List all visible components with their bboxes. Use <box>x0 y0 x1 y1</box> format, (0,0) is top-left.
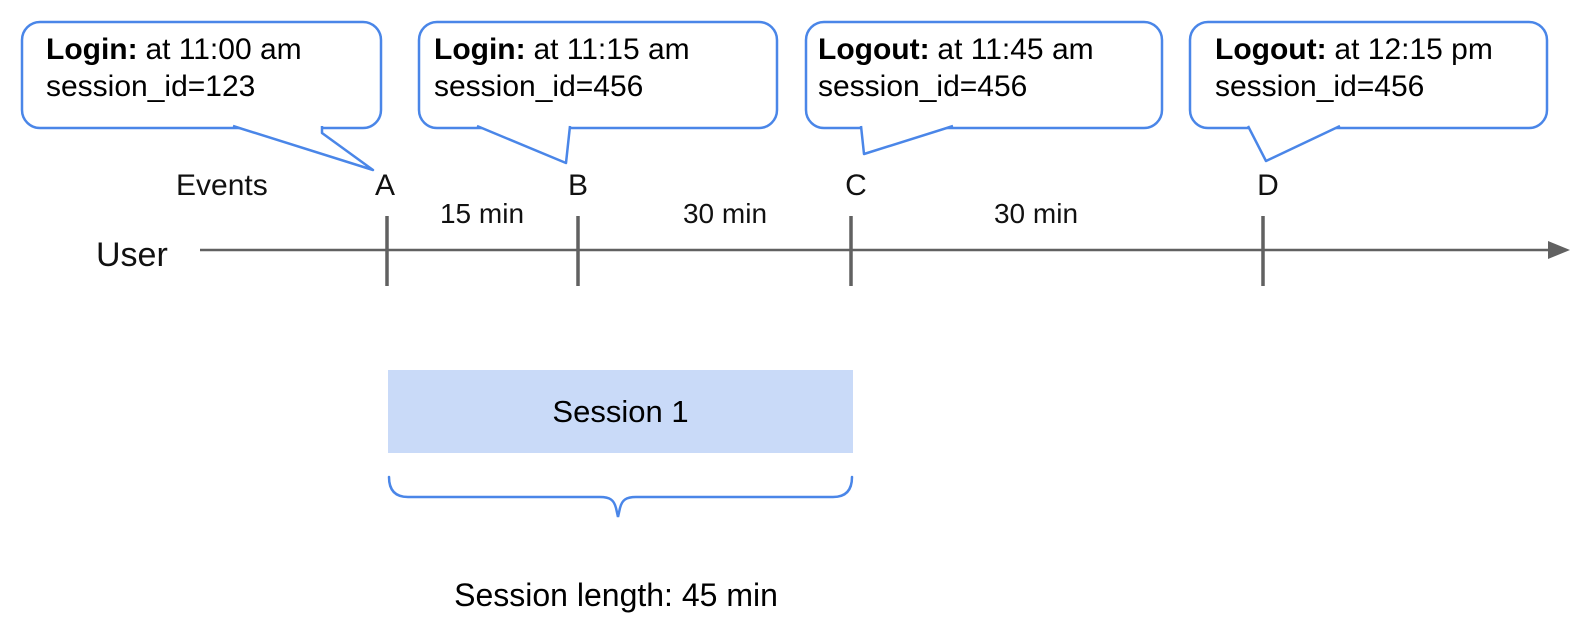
interval-label-cd: 30 min <box>993 198 1079 229</box>
event-time-label: at 11:15 am <box>533 33 690 66</box>
callout-line-event: Logout:at 11:45 am <box>818 31 1094 68</box>
event-letter-c: C <box>845 169 867 202</box>
callout-line-session: session_id=456 <box>818 70 1028 103</box>
callout-line-event: Login:at 11:15 am <box>434 31 690 68</box>
session-brace <box>387 475 854 518</box>
callout-line-event: Logout:at 12:15 pm <box>1215 31 1493 68</box>
callout-text-b: Login:at 11:15 am session_id=456 <box>434 31 690 105</box>
callout-line-session: session_id=456 <box>1215 70 1425 103</box>
callout-text-a: Login:at 11:00 am session_id=123 <box>46 31 302 105</box>
event-type-label: Logout: <box>818 33 930 66</box>
callout-tail-b <box>476 124 572 165</box>
interval-label-ab: 15 min <box>439 198 525 229</box>
callout-tail-a <box>232 124 375 172</box>
user-actor-label: User <box>96 236 168 274</box>
interval-label-bc: 30 min <box>682 198 768 229</box>
session-span-box: Session 1 <box>388 370 853 453</box>
callout-bubble-d <box>1188 20 1549 130</box>
event-type-label: Login: <box>46 33 138 66</box>
session-length-label: Session length: 45 min <box>454 577 778 613</box>
event-type-label: Logout: <box>1215 33 1327 66</box>
callout-line-session: session_id=123 <box>46 70 256 103</box>
timeline-arrowhead-icon <box>1548 241 1570 259</box>
event-type-label: Login: <box>434 33 526 66</box>
callout-bubble-c <box>804 20 1164 130</box>
event-time-label: at 12:15 pm <box>1334 33 1493 66</box>
callout-text-d: Logout:at 12:15 pm session_id=456 <box>1215 31 1493 105</box>
event-time-label: at 11:45 am <box>937 33 1094 66</box>
event-letter-d: D <box>1257 169 1279 202</box>
callout-line-event: Login:at 11:00 am <box>46 31 302 68</box>
callout-tail-d <box>1246 124 1341 163</box>
callout-line-session: session_id=456 <box>434 70 644 103</box>
events-axis-label: Events <box>176 169 268 202</box>
callout-tail-c <box>859 124 954 156</box>
callout-text-c: Logout:at 11:45 am session_id=456 <box>818 31 1094 105</box>
session-box-label: Session 1 <box>552 393 689 429</box>
event-time-label: at 11:00 am <box>145 33 302 66</box>
event-letter-b: B <box>567 169 589 202</box>
callout-bubble-a <box>20 20 383 130</box>
callout-bubble-b <box>417 20 779 130</box>
event-letter-a: A <box>374 169 396 202</box>
